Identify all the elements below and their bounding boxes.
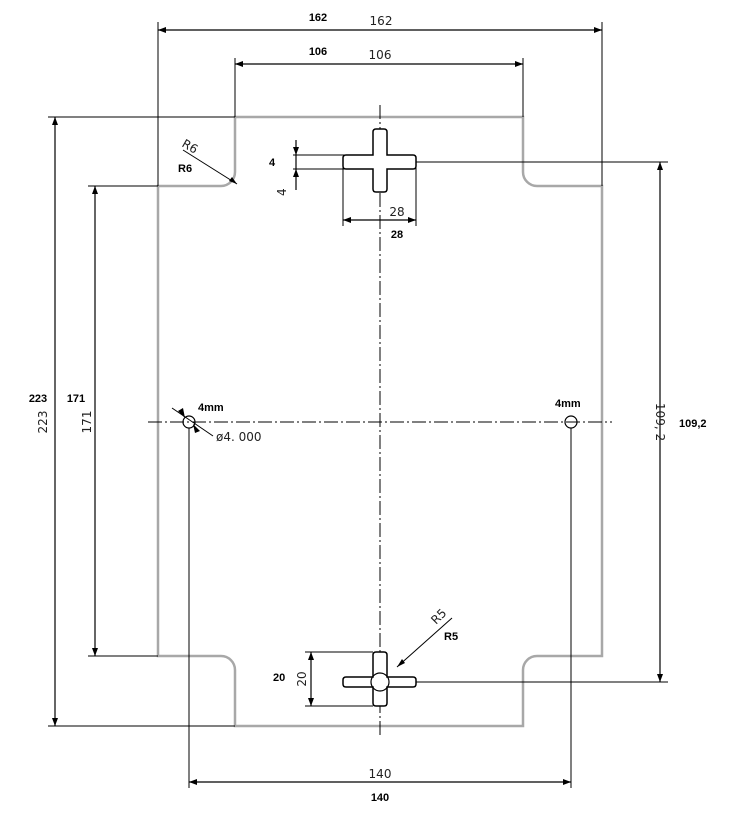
overall-width-label: 162 <box>309 12 327 24</box>
left-hole-leader <box>171 407 214 437</box>
overall-height-label: 223 <box>29 393 47 405</box>
top-width-label: 106 <box>309 46 327 58</box>
dim-overall-width <box>157 22 603 186</box>
bottom-cross-slot <box>342 651 417 707</box>
corner-radius-leader <box>182 149 238 185</box>
horizontal-spacing-label: 140 <box>371 792 389 804</box>
vertical-spacing-cad-label: 109, 2 <box>653 403 667 441</box>
dim-horizontal-hole-spacing <box>188 428 572 788</box>
vertical-spacing-label: 109,2 <box>679 418 707 430</box>
bottom-radius-cad-label: R5 <box>428 606 449 627</box>
corner-radius-cad-label: R6 <box>180 136 201 156</box>
slot-height-label: 4 <box>269 157 276 169</box>
inner-height-label: 171 <box>67 393 85 405</box>
slot-width-cad-label: 28 <box>389 205 404 219</box>
overall-height-cad-label: 223 <box>36 411 50 434</box>
right-hole-size-label: 4mm <box>555 398 581 410</box>
bottom-radius-leader <box>396 617 453 668</box>
bottom-slot-height-label: 20 <box>273 672 285 684</box>
dim-slot-width <box>342 160 417 226</box>
dim-bottom-slot-height <box>305 651 373 707</box>
bottom-slot-height-cad-label: 20 <box>295 671 309 686</box>
left-hole-size-label: 4mm <box>198 402 224 414</box>
corner-radius-label: R6 <box>178 163 192 175</box>
top-width-cad-label: 106 <box>369 48 392 62</box>
top-cross-slot <box>342 128 417 193</box>
dim-slot-height <box>293 140 373 190</box>
bottom-slot-center-circle <box>370 672 390 692</box>
dim-overall-height <box>48 116 235 727</box>
overall-width-cad-label: 162 <box>370 14 393 28</box>
slot-height-cad-label: 4 <box>275 188 289 196</box>
dim-inner-height <box>88 185 158 657</box>
left-hole-diameter-cad-label: ø4. 000 <box>216 430 262 444</box>
bottom-radius-label: R5 <box>444 631 458 643</box>
slot-width-label: 28 <box>391 229 403 241</box>
part-outline <box>156 115 604 728</box>
dim-vertical-hole-spacing <box>416 161 668 683</box>
inner-height-cad-label: 171 <box>80 411 94 434</box>
dim-top-width <box>234 58 524 117</box>
horizontal-spacing-cad-label: 140 <box>369 767 392 781</box>
